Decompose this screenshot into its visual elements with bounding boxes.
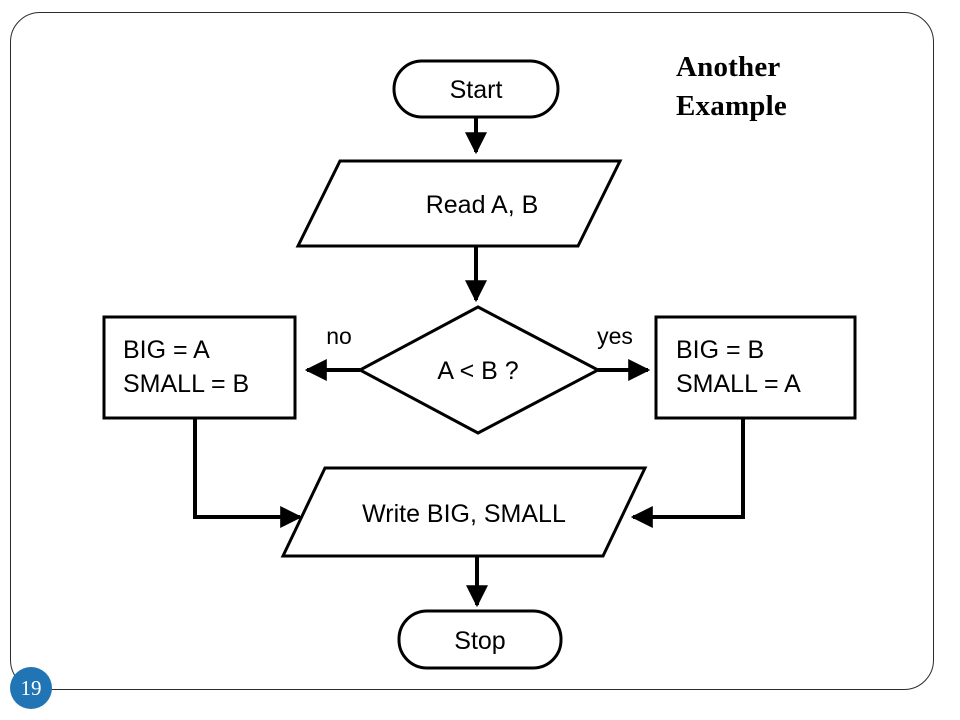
edge-process-yes-to-write <box>630 418 745 528</box>
page-title-line-1: Another <box>676 51 781 83</box>
edge-process-no-to-write <box>193 418 303 528</box>
node-start: Start <box>392 59 560 119</box>
read-parallelogram-shape <box>295 159 623 248</box>
node-start-label: Start <box>450 76 503 104</box>
edge-label-no: no <box>326 323 352 349</box>
stop-terminator-shape <box>397 609 563 670</box>
node-process-yes-label-line-2: SMALL = A <box>676 370 801 398</box>
edge-decision-to-process-yes: yes <box>597 323 651 381</box>
page-title-line-2: Example <box>676 90 787 123</box>
node-process-no-label-line-1: BIG = A <box>123 336 210 364</box>
node-read-label: Read A, B <box>426 191 539 219</box>
node-process-no-label-line-2: SMALL = B <box>123 370 249 398</box>
node-stop: Stop <box>397 609 563 670</box>
process-yes-rect-shape <box>654 315 857 420</box>
node-process-no: BIG = A SMALL = B <box>102 315 297 420</box>
page-number-badge: 19 <box>10 667 52 709</box>
node-write-label: Write BIG, SMALL <box>362 500 566 528</box>
node-process-yes: BIG = B SMALL = A <box>654 315 857 420</box>
node-decision: A < B ? <box>356 305 602 435</box>
node-decision-label: A < B ? <box>437 357 518 385</box>
node-process-yes-label-line-1: BIG = B <box>676 336 764 364</box>
edge-line <box>193 418 303 528</box>
process-no-rect-shape <box>102 315 297 420</box>
edge-line <box>630 418 745 528</box>
edge-label-yes: yes <box>597 323 633 349</box>
edge-decision-to-process-no: no <box>304 323 360 381</box>
node-read: Read A, B <box>295 159 623 248</box>
node-stop-label: Stop <box>454 627 505 655</box>
page-title: Another Example <box>676 48 916 126</box>
decision-diamond-shape <box>356 305 602 435</box>
node-write: Write BIG, SMALL <box>280 466 648 558</box>
write-parallelogram-shape <box>280 466 648 558</box>
